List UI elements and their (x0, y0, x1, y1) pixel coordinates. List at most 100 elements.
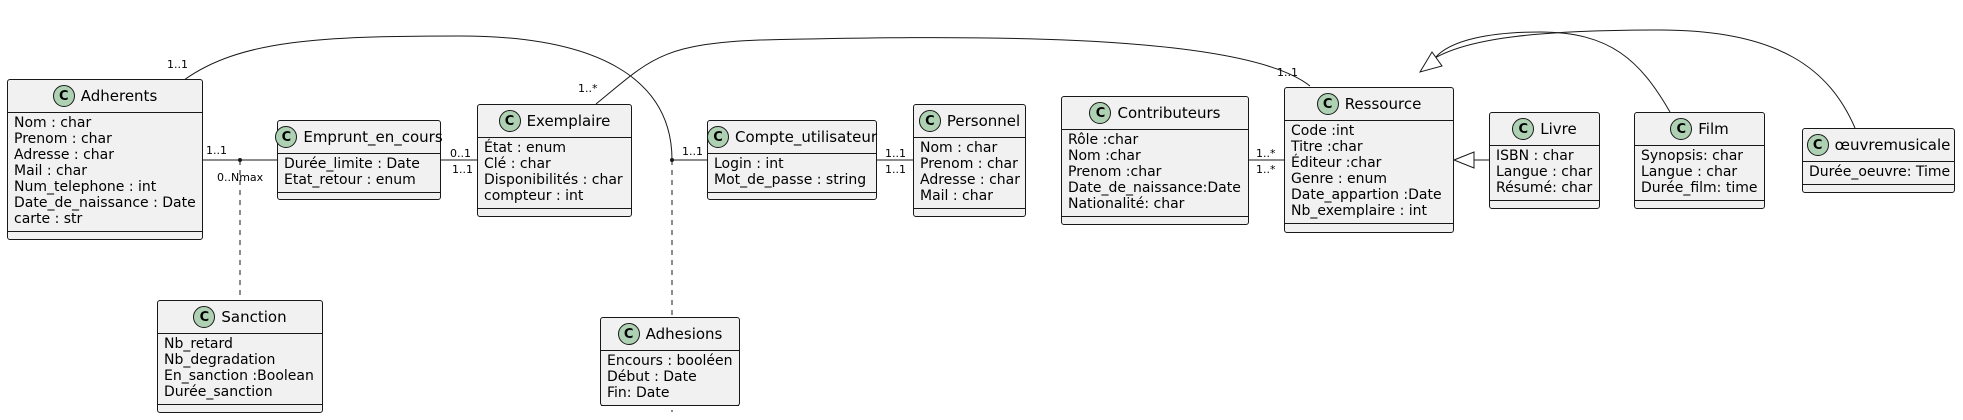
class-header: C Sanction (158, 301, 322, 334)
class-name: Sanction (221, 308, 287, 326)
inheritance-oeuvre (1434, 29, 1856, 129)
class-header: C Compte_utilisateur (706, 121, 877, 154)
class-attribute: Num_telephone : int (14, 179, 157, 195)
inheritance-arrowhead-generalization (1418, 51, 1443, 73)
multiplicity-label: 1..1 (452, 163, 473, 176)
class-attribute: Mail : char (14, 163, 87, 179)
class-c-icon: C (1089, 102, 1112, 124)
class-attributes: État : enum Clé : char Disponibilités : … (478, 138, 631, 209)
multiplicity-label: 1..1 (682, 145, 703, 158)
class-attribute: Nb_exemplaire : int (1291, 203, 1428, 219)
multiplicity-label: 1..1 (1277, 66, 1298, 79)
multiplicity-label: 0..Nmax (217, 171, 264, 184)
class-c-icon: C (918, 110, 941, 132)
class-attribute: Disponibilités : char (484, 172, 623, 188)
class-attribute: Durée_film: time (1641, 180, 1758, 196)
class-header: C Ressource (1285, 88, 1453, 121)
class-attribute: Nom : char (14, 115, 92, 131)
class-name: Adhesions (645, 325, 723, 343)
class-compte-utilisateur[interactable]: C Compte_utilisateur Login : int Mot_de_… (706, 120, 877, 200)
class-name: Ressource (1344, 95, 1422, 113)
class-attribute: Début : Date (607, 369, 697, 385)
class-attributes: Encours : booléen Début : Date Fin: Date (601, 351, 739, 406)
class-attribute: Login : int (714, 156, 784, 172)
class-attribute: Rôle :char (1068, 132, 1139, 148)
class-attribute: Durée_limite : Date (284, 156, 420, 172)
class-emprunt-en-cours[interactable]: C Emprunt_en_cours Durée_limite : Date E… (275, 120, 443, 200)
class-film[interactable]: C Film Synopsis: char Langue : char Duré… (1634, 112, 1765, 209)
class-c-icon: C (1806, 134, 1829, 156)
class-exemplaire[interactable]: C Exemplaire État : enum Clé : char Disp… (477, 104, 632, 217)
class-name: œuvremusicale (1834, 136, 1951, 154)
class-attribute: Langue : char (1641, 164, 1738, 180)
multiplicity-label: 1..* (578, 82, 598, 95)
class-attribute: Synopsis: char (1641, 148, 1744, 164)
class-methods (1803, 185, 1954, 193)
class-adherents[interactable]: C Adherents Nom : char Prenom : char Adr… (7, 79, 203, 240)
class-attribute: Résumé: char (1496, 180, 1593, 196)
class-header: C Contributeurs (1062, 97, 1248, 130)
class-contributeurs[interactable]: C Contributeurs Rôle :char Nom :char Pre… (1061, 96, 1249, 225)
class-attribute: Prenom :char (1068, 164, 1162, 180)
class-attributes: ISBN : char Langue : char Résumé: char (1490, 146, 1599, 201)
class-livre[interactable]: C Livre ISBN : char Langue : char Résumé… (1489, 112, 1600, 209)
association-exemplaire-ressource (595, 37, 1311, 105)
class-c-icon: C (52, 85, 75, 107)
class-sanction[interactable]: C Sanction Nb_retard Nb_degradation En_s… (157, 300, 323, 413)
class-attribute: Nom :char (1068, 148, 1141, 164)
class-methods (914, 209, 1025, 217)
class-methods (1635, 201, 1764, 209)
class-ressource[interactable]: C Ressource Code :int Titre :char Éditeu… (1284, 87, 1454, 233)
class-methods (601, 406, 739, 414)
class-attribute: État : enum (484, 140, 567, 156)
class-attribute: ISBN : char (1496, 148, 1574, 164)
class-attribute: Code :int (1291, 123, 1355, 139)
class-c-icon: C (1316, 93, 1339, 115)
association-adherents-compte (183, 35, 673, 161)
class-attributes: Login : int Mot_de_passe : string (708, 154, 876, 193)
class-attribute: Fin: Date (607, 385, 670, 401)
class-attribute: Prenom : char (920, 156, 1018, 172)
class-attribute: Nb_degradation (164, 352, 276, 368)
class-c-icon: C (617, 323, 640, 345)
class-attribute: Genre : enum (1291, 171, 1388, 187)
association-junction-dot (238, 158, 242, 162)
class-attribute: Adresse : char (920, 172, 1021, 188)
class-header: C Livre (1490, 113, 1599, 146)
class-c-icon: C (706, 126, 729, 148)
class-header: C Emprunt_en_cours (275, 121, 443, 154)
class-attribute: Encours : booléen (607, 353, 733, 369)
class-c-icon: C (275, 126, 298, 148)
inheritance-film (1434, 31, 1671, 113)
inheritance-arrowhead-livre (1452, 151, 1475, 169)
class-oeuvremusicale[interactable]: C œuvremusicale Durée_oeuvre: Time (1802, 128, 1955, 193)
class-attribute: Date_de_naissance:Date (1068, 180, 1241, 196)
class-attribute: Etat_retour : enum (284, 172, 416, 188)
multiplicity-label: 0..1 (450, 147, 471, 160)
class-attributes: Code :int Titre :char Éditeur :char Genr… (1285, 121, 1453, 224)
class-attribute: Langue : char (1496, 164, 1593, 180)
class-name: Personnel (946, 112, 1021, 130)
class-attribute: Prenom : char (14, 131, 112, 147)
class-attribute: Durée_sanction (164, 384, 273, 400)
class-header: C Adhesions (601, 318, 739, 351)
class-methods (1285, 224, 1453, 232)
class-header: C œuvremusicale (1803, 129, 1954, 162)
multiplicity-label: 1..1 (885, 163, 906, 176)
class-attributes: Nom : char Prenom : char Adresse : char … (8, 113, 202, 232)
class-header: C Adherents (8, 80, 202, 113)
class-methods (1062, 217, 1248, 225)
class-header: C Film (1635, 113, 1764, 146)
association-junction-dot (670, 158, 674, 162)
class-attributes: Nb_retard Nb_degradation En_sanction :Bo… (158, 334, 322, 405)
class-name: Film (1698, 120, 1729, 138)
class-adhesions[interactable]: C Adhesions Encours : booléen Début : Da… (600, 317, 740, 406)
multiplicity-label: 1..* (1256, 147, 1276, 160)
class-attribute: Adresse : char (14, 147, 115, 163)
class-attribute: En_sanction :Boolean (164, 368, 314, 384)
class-attribute: Nationalité: char (1068, 196, 1185, 212)
class-attribute: Mail : char (920, 188, 993, 204)
class-name: Contributeurs (1117, 104, 1221, 122)
class-personnel[interactable]: C Personnel Nom : char Prenom : char Adr… (913, 104, 1026, 217)
class-header: C Personnel (914, 105, 1025, 138)
